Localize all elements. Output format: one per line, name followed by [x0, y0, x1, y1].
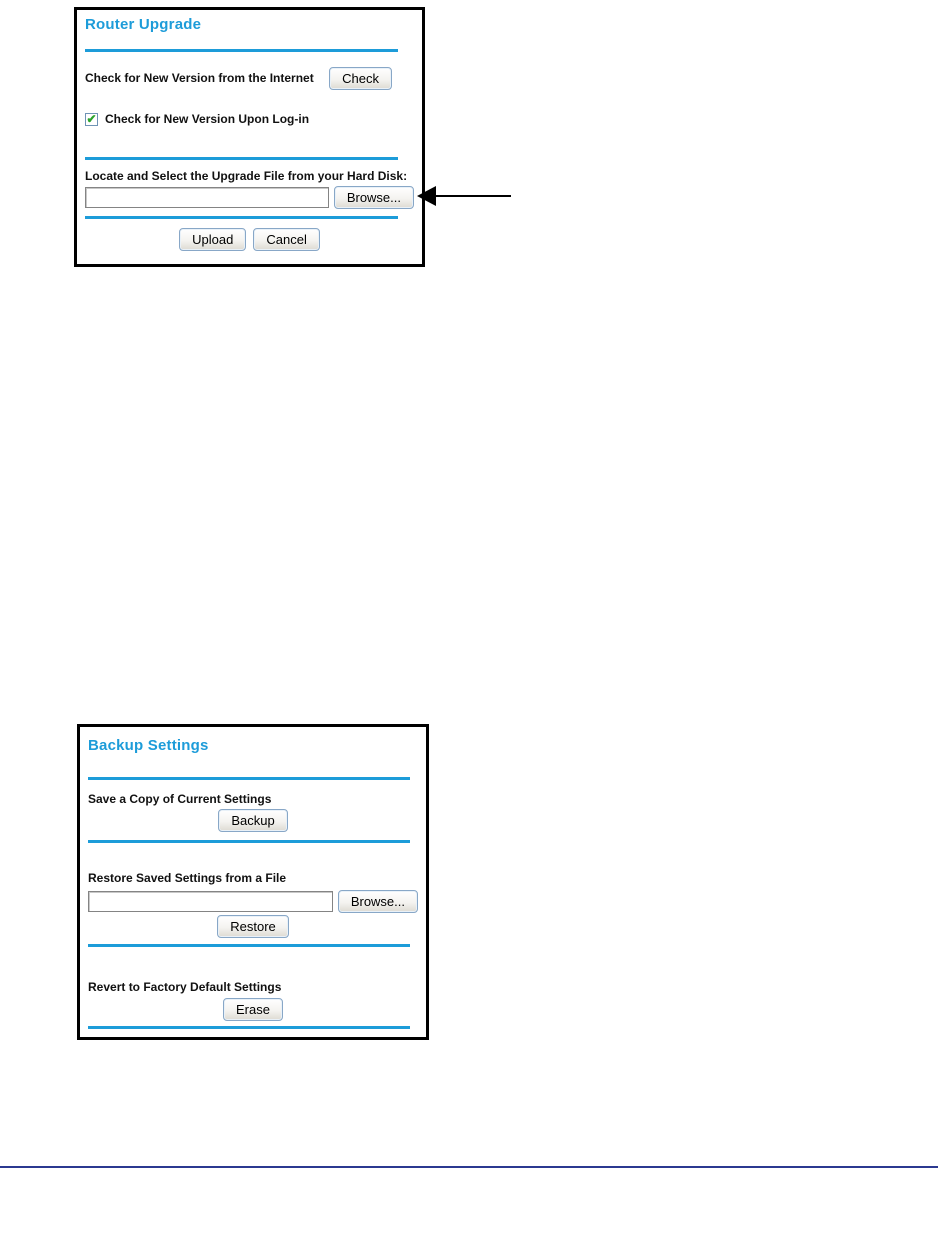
browse-button[interactable]: Browse...: [337, 890, 418, 913]
check-version-row: Check for New Version from the Internet …: [85, 66, 414, 90]
browse-button[interactable]: Browse...: [333, 186, 414, 209]
arrow-line: [435, 195, 511, 197]
checkmark-icon: ✔: [86, 111, 97, 126]
divider: [85, 216, 398, 219]
footer-rule: [0, 1166, 938, 1168]
locate-file-label: Locate and Select the Upgrade File from …: [85, 169, 408, 183]
check-upon-login-label: Check for New Version Upon Log-in: [105, 112, 310, 126]
divider: [88, 1026, 410, 1029]
restore-file-row: Browse...: [88, 890, 418, 913]
router-upgrade-title: Router Upgrade: [85, 16, 202, 33]
restore-file-input[interactable]: [88, 891, 333, 912]
upgrade-file-input[interactable]: [85, 187, 329, 208]
check-upon-login-checkbox[interactable]: ✔: [85, 111, 98, 126]
divider: [85, 49, 398, 52]
divider: [85, 157, 398, 160]
divider: [88, 840, 410, 843]
restore-row: Restore: [88, 915, 418, 938]
check-upon-login-row: ✔ Check for New Version Upon Log-in: [85, 112, 414, 126]
restore-settings-label: Restore Saved Settings from a File: [88, 871, 287, 885]
save-settings-label: Save a Copy of Current Settings: [88, 792, 272, 806]
cancel-button[interactable]: Cancel: [253, 228, 320, 251]
erase-button[interactable]: Erase: [223, 998, 283, 1021]
backup-button[interactable]: Backup: [218, 809, 288, 832]
erase-row: Erase: [88, 998, 418, 1021]
revert-defaults-label: Revert to Factory Default Settings: [88, 980, 282, 994]
backup-settings-panel: Backup Settings Save a Copy of Current S…: [77, 724, 429, 1040]
restore-button[interactable]: Restore: [217, 915, 289, 938]
arrow-head-icon: [417, 186, 436, 206]
callout-arrow: [417, 186, 511, 206]
upload-button[interactable]: Upload: [179, 228, 247, 251]
check-button[interactable]: Check: [329, 66, 392, 90]
check-version-label: Check for New Version from the Internet: [85, 71, 314, 85]
divider: [88, 777, 410, 780]
backup-row: Backup: [88, 809, 418, 832]
backup-settings-title: Backup Settings: [88, 737, 209, 754]
upgrade-actions-row: Upload Cancel: [85, 228, 414, 251]
router-upgrade-panel: Router Upgrade Check for New Version fro…: [74, 7, 425, 267]
divider: [88, 944, 410, 947]
upgrade-file-row: Browse...: [85, 186, 414, 209]
